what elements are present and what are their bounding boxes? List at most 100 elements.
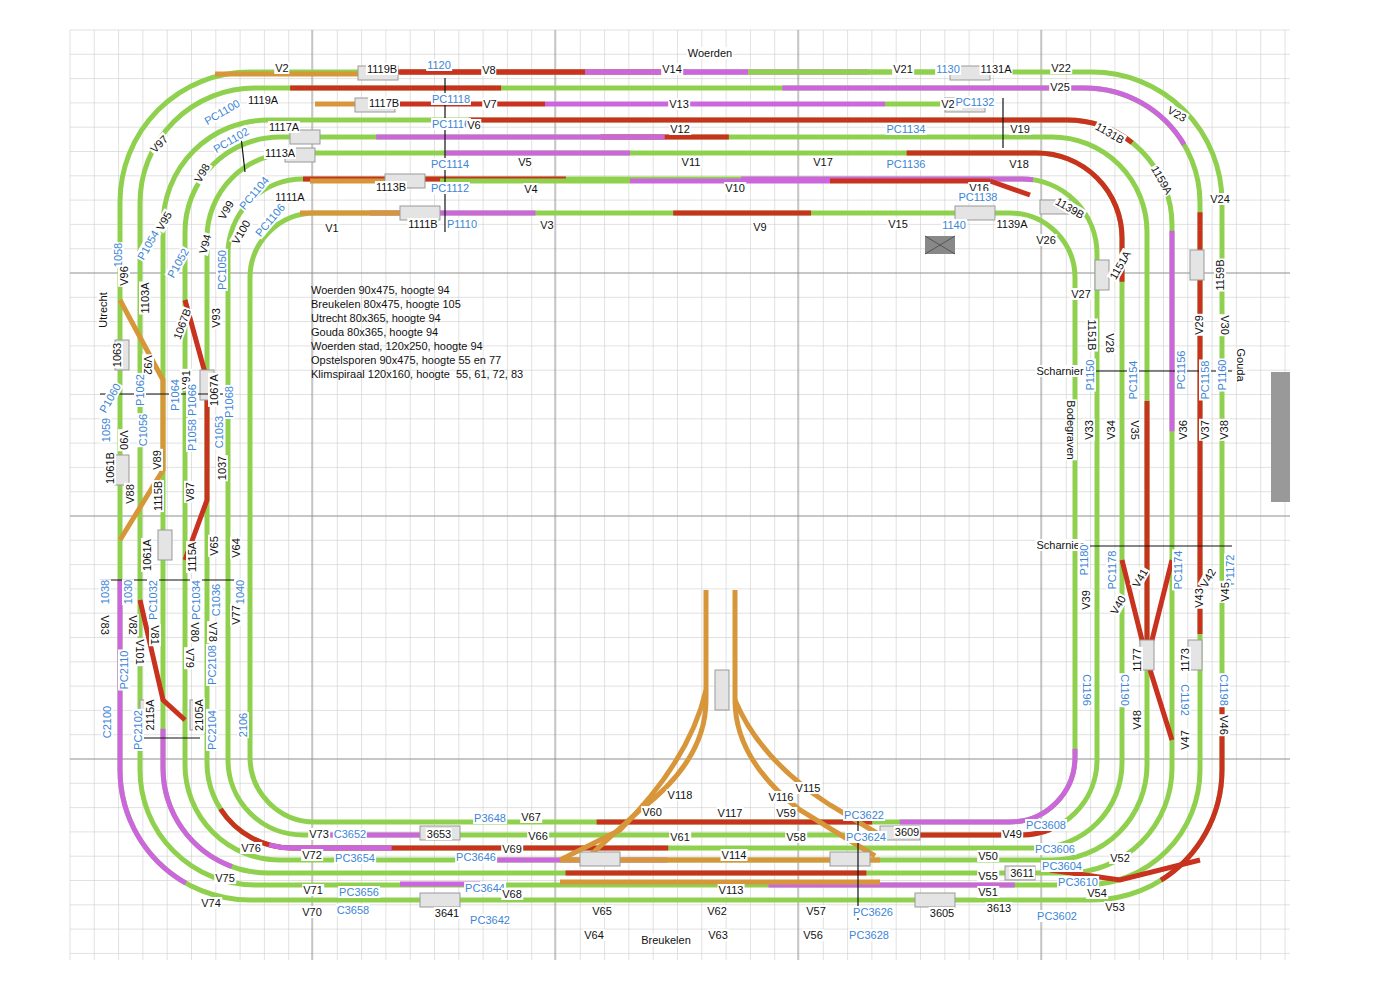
contact-label: PC1100 <box>201 97 242 128</box>
track-label: V98 <box>191 161 212 186</box>
track-label: V118 <box>667 789 694 801</box>
track-graphic <box>70 54 1290 55</box>
track-graphic <box>300 211 410 216</box>
track-label: V43 <box>1193 587 1205 609</box>
track-label: V37 <box>1199 419 1211 441</box>
track-graphic <box>140 88 1200 885</box>
track-label: V87 <box>184 481 196 503</box>
track-label: V18 <box>1008 158 1030 170</box>
note-text: Klimspiraal 120x160, hoogte 55, 61, 72, … <box>310 368 524 380</box>
contact-label: P1160 <box>1216 359 1228 392</box>
track-graphic <box>120 72 1222 900</box>
track-graphic <box>70 613 1290 614</box>
track-graphic <box>70 321 1290 322</box>
track-graphic <box>1075 545 1232 546</box>
track-graphic <box>830 179 990 184</box>
contact-label: PC1112 <box>430 182 470 194</box>
contact-label: PC1136 <box>886 158 927 170</box>
track-label: V35 <box>1129 419 1141 441</box>
track-label: V45 <box>1219 581 1231 603</box>
track-graphic <box>560 690 706 860</box>
track-label: V64 <box>583 929 605 941</box>
track-label: 1063 <box>111 342 123 368</box>
track-label: V54 <box>1086 887 1108 899</box>
track-label: V1 <box>324 222 339 234</box>
contact-label: P1110 <box>446 218 478 230</box>
contact-label: PC1104 <box>236 173 272 212</box>
track-label: 1139A <box>996 218 1029 230</box>
track-label: 1115B <box>152 480 164 512</box>
track-label: V55 <box>977 870 999 882</box>
track-label: V58 <box>785 831 807 843</box>
contact-label: 1120 <box>426 59 452 71</box>
contact-label: P1060 <box>96 380 123 415</box>
track-graphic <box>207 153 1122 848</box>
track-graphic <box>420 893 460 907</box>
track-label: 1177 <box>1131 647 1143 673</box>
track-graphic <box>1271 372 1290 502</box>
track-label: 1037 <box>216 455 228 481</box>
note-text: Opstelsporen 90x475, hoogte 55 en 77 <box>310 354 502 366</box>
track-graphic <box>140 88 1200 885</box>
track-graphic <box>70 370 1290 371</box>
track-graphic <box>120 72 1222 900</box>
contact-label: PC3644 <box>464 882 506 894</box>
track-label: V21 <box>892 63 914 75</box>
track-graphic <box>70 248 1290 249</box>
track-label: 2105A <box>193 698 205 732</box>
contact-label: PC1154 <box>1127 360 1139 401</box>
track-label: V59 <box>775 807 797 819</box>
track-graphic <box>100 78 1232 920</box>
contact-label: 1038 <box>99 579 111 605</box>
track-graphic <box>545 102 885 107</box>
track-graphic <box>94 30 95 960</box>
track-graphic <box>1122 560 1172 740</box>
track-graphic <box>70 734 1290 735</box>
track-label: 3613 <box>986 902 1012 914</box>
contact-label: PC1156 <box>1175 350 1187 391</box>
track-graphic <box>70 394 1290 395</box>
contact-label: C2100 <box>101 705 113 739</box>
track-graphic <box>120 300 163 540</box>
contact-label: PC2102 <box>132 709 144 751</box>
track-label: 1061A <box>141 538 153 572</box>
contact-label: P1054 <box>134 227 161 262</box>
track-graphic <box>215 30 216 960</box>
contact-label: PC3646 <box>455 851 497 863</box>
contact-label: PC2104 <box>206 709 218 751</box>
track-label: V71 <box>302 884 324 896</box>
note-text: Woerden stad, 120x250, hoogte 94 <box>310 340 484 352</box>
track-label: V9 <box>752 221 767 233</box>
track-graphic <box>70 929 1290 930</box>
track-graphic <box>925 236 955 254</box>
track-label: 1115A <box>186 541 198 573</box>
track-graphic <box>70 30 71 960</box>
track-label: V80 <box>189 621 201 643</box>
track-graphic <box>955 206 995 220</box>
track-label: V72 <box>301 849 323 861</box>
track-label: 1117A <box>268 121 300 133</box>
contact-label: 1140 <box>941 219 967 231</box>
track-graphic <box>70 30 1290 31</box>
contact-label: PC1034 <box>190 579 202 621</box>
note-text: Utrecht 80x365, hoogte 94 <box>310 312 442 324</box>
contact-label: P1064 <box>169 378 181 412</box>
track-label: V79 <box>184 647 196 669</box>
track-label: V47 <box>1179 729 1191 751</box>
track-graphic <box>264 30 265 960</box>
track-label: V94 <box>196 232 213 256</box>
contact-label: P1180 <box>1078 544 1090 577</box>
track-label: 1131B <box>1093 120 1128 147</box>
track-graphic <box>70 467 1290 468</box>
track-label: V10 <box>724 182 746 194</box>
track-label: V99 <box>215 198 236 223</box>
track-graphic <box>185 300 207 560</box>
track-label: 3609 <box>894 826 920 838</box>
track-graphic <box>400 102 545 107</box>
track-label: V83 <box>99 614 111 636</box>
track-label: V73 <box>308 828 330 840</box>
track-graphic <box>925 236 955 254</box>
track-graphic <box>70 224 1290 225</box>
contact-label: PC1116 <box>431 118 471 130</box>
